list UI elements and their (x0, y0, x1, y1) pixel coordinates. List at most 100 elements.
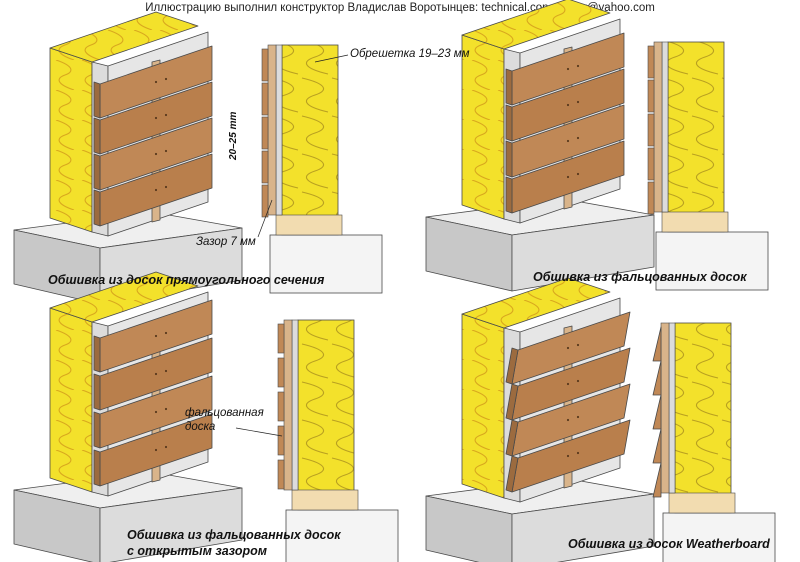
section-membrane (661, 41, 669, 213)
nail (154, 116, 158, 120)
nail (576, 451, 580, 455)
section-foundation (269, 234, 383, 294)
callout-rebated-board-line1: фальцованная (185, 407, 264, 419)
section-foundation (285, 509, 399, 562)
cladding-board-edge (505, 104, 513, 142)
section-membrane (668, 322, 676, 494)
cladding-board-edge (505, 176, 513, 214)
section-foundation (655, 231, 769, 291)
insulation-top-face (49, 11, 199, 63)
caption-weatherboard: Обшивка из досок Weatherboard (568, 537, 770, 551)
wall-3d-view-2 (425, 0, 655, 292)
nail (576, 100, 580, 104)
nail (154, 334, 158, 338)
nail (566, 103, 570, 107)
section-insulation (667, 41, 725, 233)
section-board (261, 184, 269, 218)
section-board (647, 79, 655, 113)
section-base-plate (661, 211, 729, 233)
nail (576, 379, 580, 383)
wall-section-4 (652, 322, 776, 562)
section-insulation (297, 319, 355, 511)
section-board (261, 116, 269, 150)
section-base-plate (668, 492, 736, 514)
nail (154, 372, 158, 376)
cladding-board-edge (93, 335, 101, 373)
insulation-side-face (49, 47, 93, 233)
section-board (261, 150, 269, 184)
cladding-board-edge (93, 411, 101, 449)
section-insulation (674, 322, 732, 514)
section-board (652, 394, 662, 430)
section-board (647, 113, 655, 147)
wall-3d-view-3 (13, 271, 243, 562)
nail (566, 382, 570, 386)
nail (576, 64, 580, 68)
nail (566, 418, 570, 422)
nail (566, 67, 570, 71)
wall-3d-view-1 (13, 11, 243, 305)
cladding-board-edge (505, 140, 513, 178)
section-board (647, 147, 655, 181)
wall-section-3 (277, 319, 399, 562)
leader-gap (257, 199, 273, 238)
nail (154, 448, 158, 452)
nail (576, 136, 580, 140)
cladding-board-edge (93, 189, 101, 227)
section-board (652, 326, 662, 362)
section-batten (267, 44, 277, 216)
foundation-side (13, 489, 101, 562)
section-board (652, 360, 662, 396)
foundation-front (99, 487, 243, 562)
section-board (652, 428, 662, 464)
section-board (647, 181, 655, 215)
cladding-board-edge (505, 347, 519, 385)
nail (164, 369, 168, 373)
callout-overlap: 20–25 mm (228, 111, 239, 160)
section-board (652, 462, 662, 498)
caption-rebated-boards: Обшивка из фальцованных досок (533, 270, 747, 284)
section-board (277, 323, 285, 354)
section-board (261, 48, 269, 82)
nail (164, 331, 168, 335)
cladding-board-edge (93, 153, 101, 191)
section-membrane (291, 319, 299, 491)
section-board (277, 425, 285, 456)
insulation-top-face (461, 0, 611, 50)
nail (566, 346, 570, 350)
caption-rebated-open-gap-line1: Обшивка из фальцованных досок (127, 528, 341, 542)
cladding-board-edge (505, 68, 513, 106)
callout-gap: Зазор 7 мм (196, 236, 256, 248)
cladding-board-edge (93, 449, 101, 487)
nail (164, 77, 168, 81)
foundation-side (425, 495, 513, 562)
insulation-side-face (461, 34, 505, 220)
nail (164, 407, 168, 411)
caption-rectangular-boards: Обшивка из досок прямоугольного сечения (48, 273, 325, 287)
nail (566, 139, 570, 143)
section-batten (283, 319, 293, 491)
section-board (647, 45, 655, 79)
insulation-side-face (49, 307, 93, 493)
nail (576, 343, 580, 347)
section-base-plate (275, 214, 343, 236)
nail (164, 445, 168, 449)
insulation-top-face (461, 277, 611, 329)
leader-rebated-board (235, 427, 283, 437)
cladding-board-edge (93, 81, 101, 119)
section-membrane (275, 44, 283, 216)
author-credit: Иллюстрацию выполнил конструктор Владисл… (145, 2, 655, 14)
wall-section-2 (647, 41, 769, 291)
nail (154, 80, 158, 84)
nail (154, 188, 158, 192)
nail (566, 454, 570, 458)
section-board (277, 357, 285, 388)
callout-batten: Обрешетка 19–23 мм (350, 48, 470, 60)
nail (566, 175, 570, 179)
section-base-plate (291, 489, 359, 511)
wall-section-1 (261, 44, 383, 294)
leader-batten (314, 54, 349, 63)
section-batten (653, 41, 663, 213)
callout-rebated-board-line2: доска (185, 421, 216, 433)
